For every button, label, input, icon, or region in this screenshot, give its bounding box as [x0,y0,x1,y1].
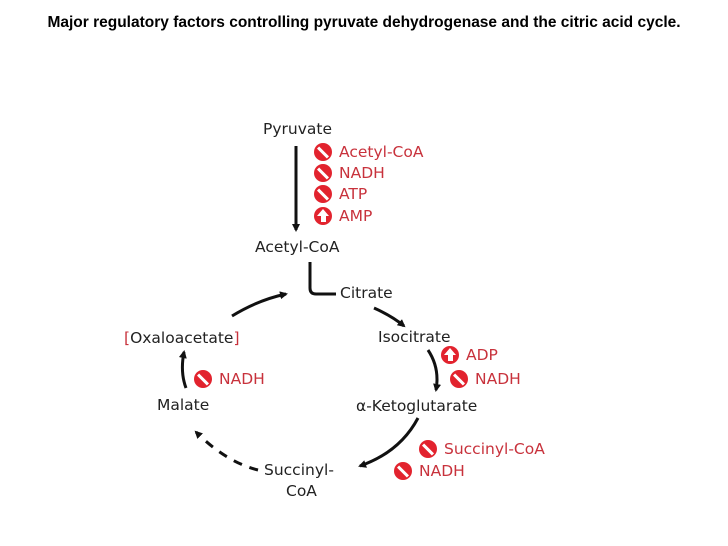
oxaloacetate-bracket-open: [ [124,329,131,347]
inhibition-icon [394,462,412,480]
pdh-regulator-row: ATP [314,185,367,203]
isocitrate-regulator-label: NADH [475,370,521,388]
isocitrate-regulator-label: ADP [466,346,498,364]
page-title: Major regulatory factors controlling pyr… [47,14,681,31]
akg-regulator-label: NADH [419,462,465,480]
akg-regulator-label: Succinyl-CoA [444,440,545,458]
inhibition-icon [194,370,212,388]
pdh-regulator-label: ATP [339,185,368,203]
malate-regulator-row: NADH [194,370,265,388]
pdh-regulator-label: AMP [339,207,373,225]
oxaloacetate-label: [Oxaloacetate] [124,329,240,347]
inhibition-icon [419,440,437,458]
oxaloacetate-text: Oxaloacetate [130,329,234,347]
citrate-label: Citrate [340,284,393,302]
succinyl-coa-label-line1: Succinyl- [264,461,334,479]
malate-regulator-label: NADH [219,370,265,388]
pyruvate-label: Pyruvate [263,120,333,138]
isocitrate-to-akg-arrow [426,349,442,392]
alpha-ketoglutarate-label: α-Ketoglutarate [356,397,478,415]
malate-to-oxaloacetate-arrow [178,350,188,389]
inhibition-icon [450,370,468,388]
citrate-to-isocitrate-arrow [373,306,406,328]
activation-icon [314,207,332,225]
inhibition-icon [314,185,332,203]
akg-regulator-row: NADH [394,462,465,480]
pdh-regulator-row: AMP [314,207,372,225]
pdh-regulator-row: Acetyl-CoA [314,143,423,161]
succinyl-coa-label-line2: CoA [286,482,317,500]
isocitrate-regulator-row: NADH [450,370,521,388]
isocitrate-label: Isocitrate [378,328,451,346]
oxaloacetate-to-citrate-arrow [231,291,288,318]
isocitrate-regulator-row: ADP [441,346,498,364]
activation-icon [441,346,459,364]
inhibition-icon [314,143,332,161]
acetylcoa-entry-line [308,262,336,296]
pdh-regulator-row: NADH [314,164,385,182]
akg-to-succinylcoa-arrow [358,417,420,468]
acetyl-coa-label: Acetyl-CoA [255,238,340,256]
oxaloacetate-bracket-close: ] [233,329,240,347]
malate-label: Malate [157,396,210,414]
pdh-regulator-label: Acetyl-CoA [339,143,424,161]
succinylcoa-to-malate-arrow [194,430,259,472]
akg-regulator-row: Succinyl-CoA [419,440,545,458]
pdh-regulator-label: NADH [339,164,385,182]
inhibition-icon [314,164,332,182]
